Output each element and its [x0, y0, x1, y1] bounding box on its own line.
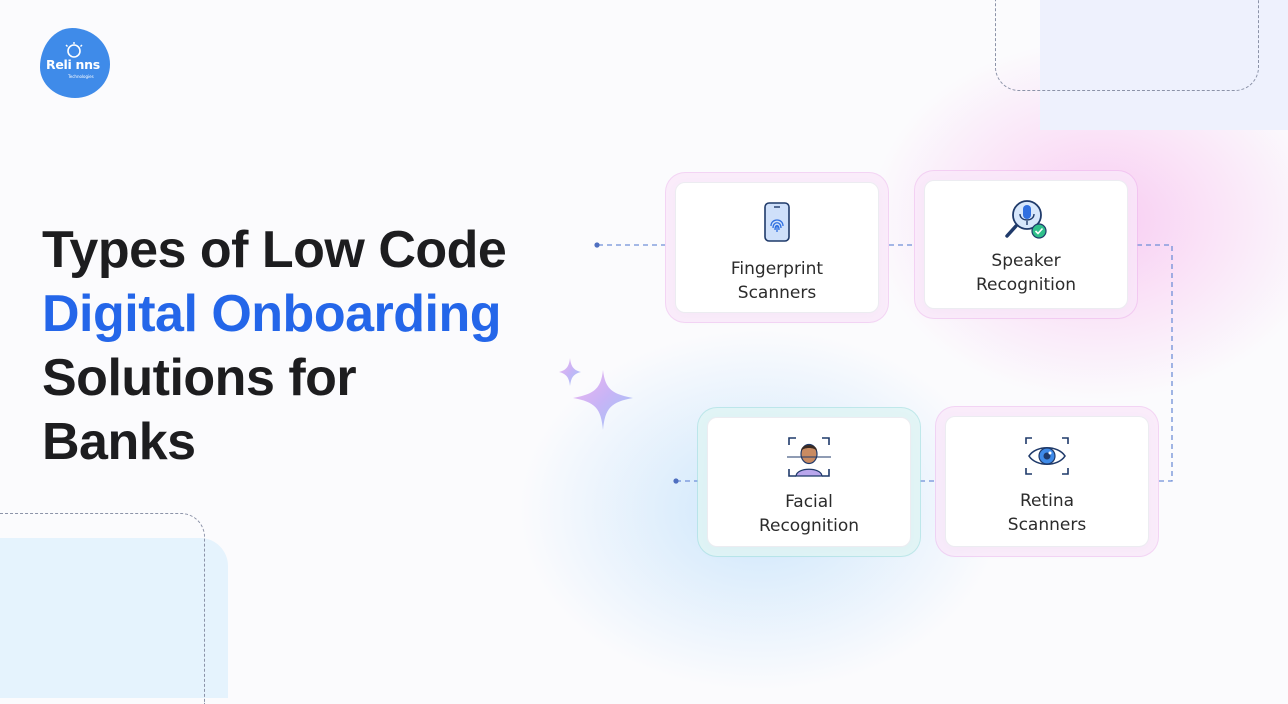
lightbulb-icon	[65, 42, 83, 58]
title-line-3: Solutions for	[42, 349, 357, 407]
page-title: Types of Low Code Digital Onboarding Sol…	[42, 218, 507, 474]
card-label-line-2: Recognition	[758, 516, 860, 536]
card-label-line-1: Fingerprint	[730, 259, 824, 279]
connector-end-dot	[673, 478, 679, 484]
connector-start-dot	[594, 242, 600, 248]
decor-bottom-left-dashed-outline	[0, 513, 205, 704]
title-line-2-accent: Digital Onboarding	[42, 285, 501, 343]
logo-blob	[40, 28, 110, 98]
card-fingerprint-scanners: Fingerprint Scanners	[675, 182, 879, 313]
microphone-search-icon	[1005, 200, 1047, 239]
sparkle-icon	[559, 358, 633, 430]
title-line-1: Types of Low Code	[42, 221, 507, 279]
decor-bottom-left-panel	[0, 538, 228, 698]
decor-top-right-dashed-outline	[995, 0, 1259, 91]
face-scan-icon	[787, 437, 831, 477]
company-logo: Reli nns Technologies	[40, 28, 112, 100]
eye-scan-icon	[1025, 437, 1069, 475]
logo-wordmark: Reli nns	[46, 57, 100, 72]
connector-2-4	[1137, 244, 1173, 482]
connector-lines	[594, 242, 1173, 484]
title-line-4: Banks	[42, 413, 196, 471]
card-speaker-recognition: Speaker Recognition	[924, 180, 1128, 309]
card-facial-recognition: Facial Recognition	[707, 417, 911, 547]
card-label-line-1: Speaker	[991, 251, 1061, 271]
card-label-line-2: Recognition	[975, 275, 1077, 295]
card-retina-scanners: Retina Scanners	[945, 416, 1149, 547]
card-label-line-1: Retina	[1019, 491, 1075, 511]
logo-tagline: Technologies	[68, 74, 94, 79]
decor-top-right-panel	[1040, 0, 1288, 130]
fingerprint-phone-icon	[764, 202, 790, 242]
card-label-line-2: Scanners	[1007, 515, 1087, 535]
card-label-line-1: Facial	[785, 492, 833, 512]
card-label-line-2: Scanners	[737, 283, 817, 303]
